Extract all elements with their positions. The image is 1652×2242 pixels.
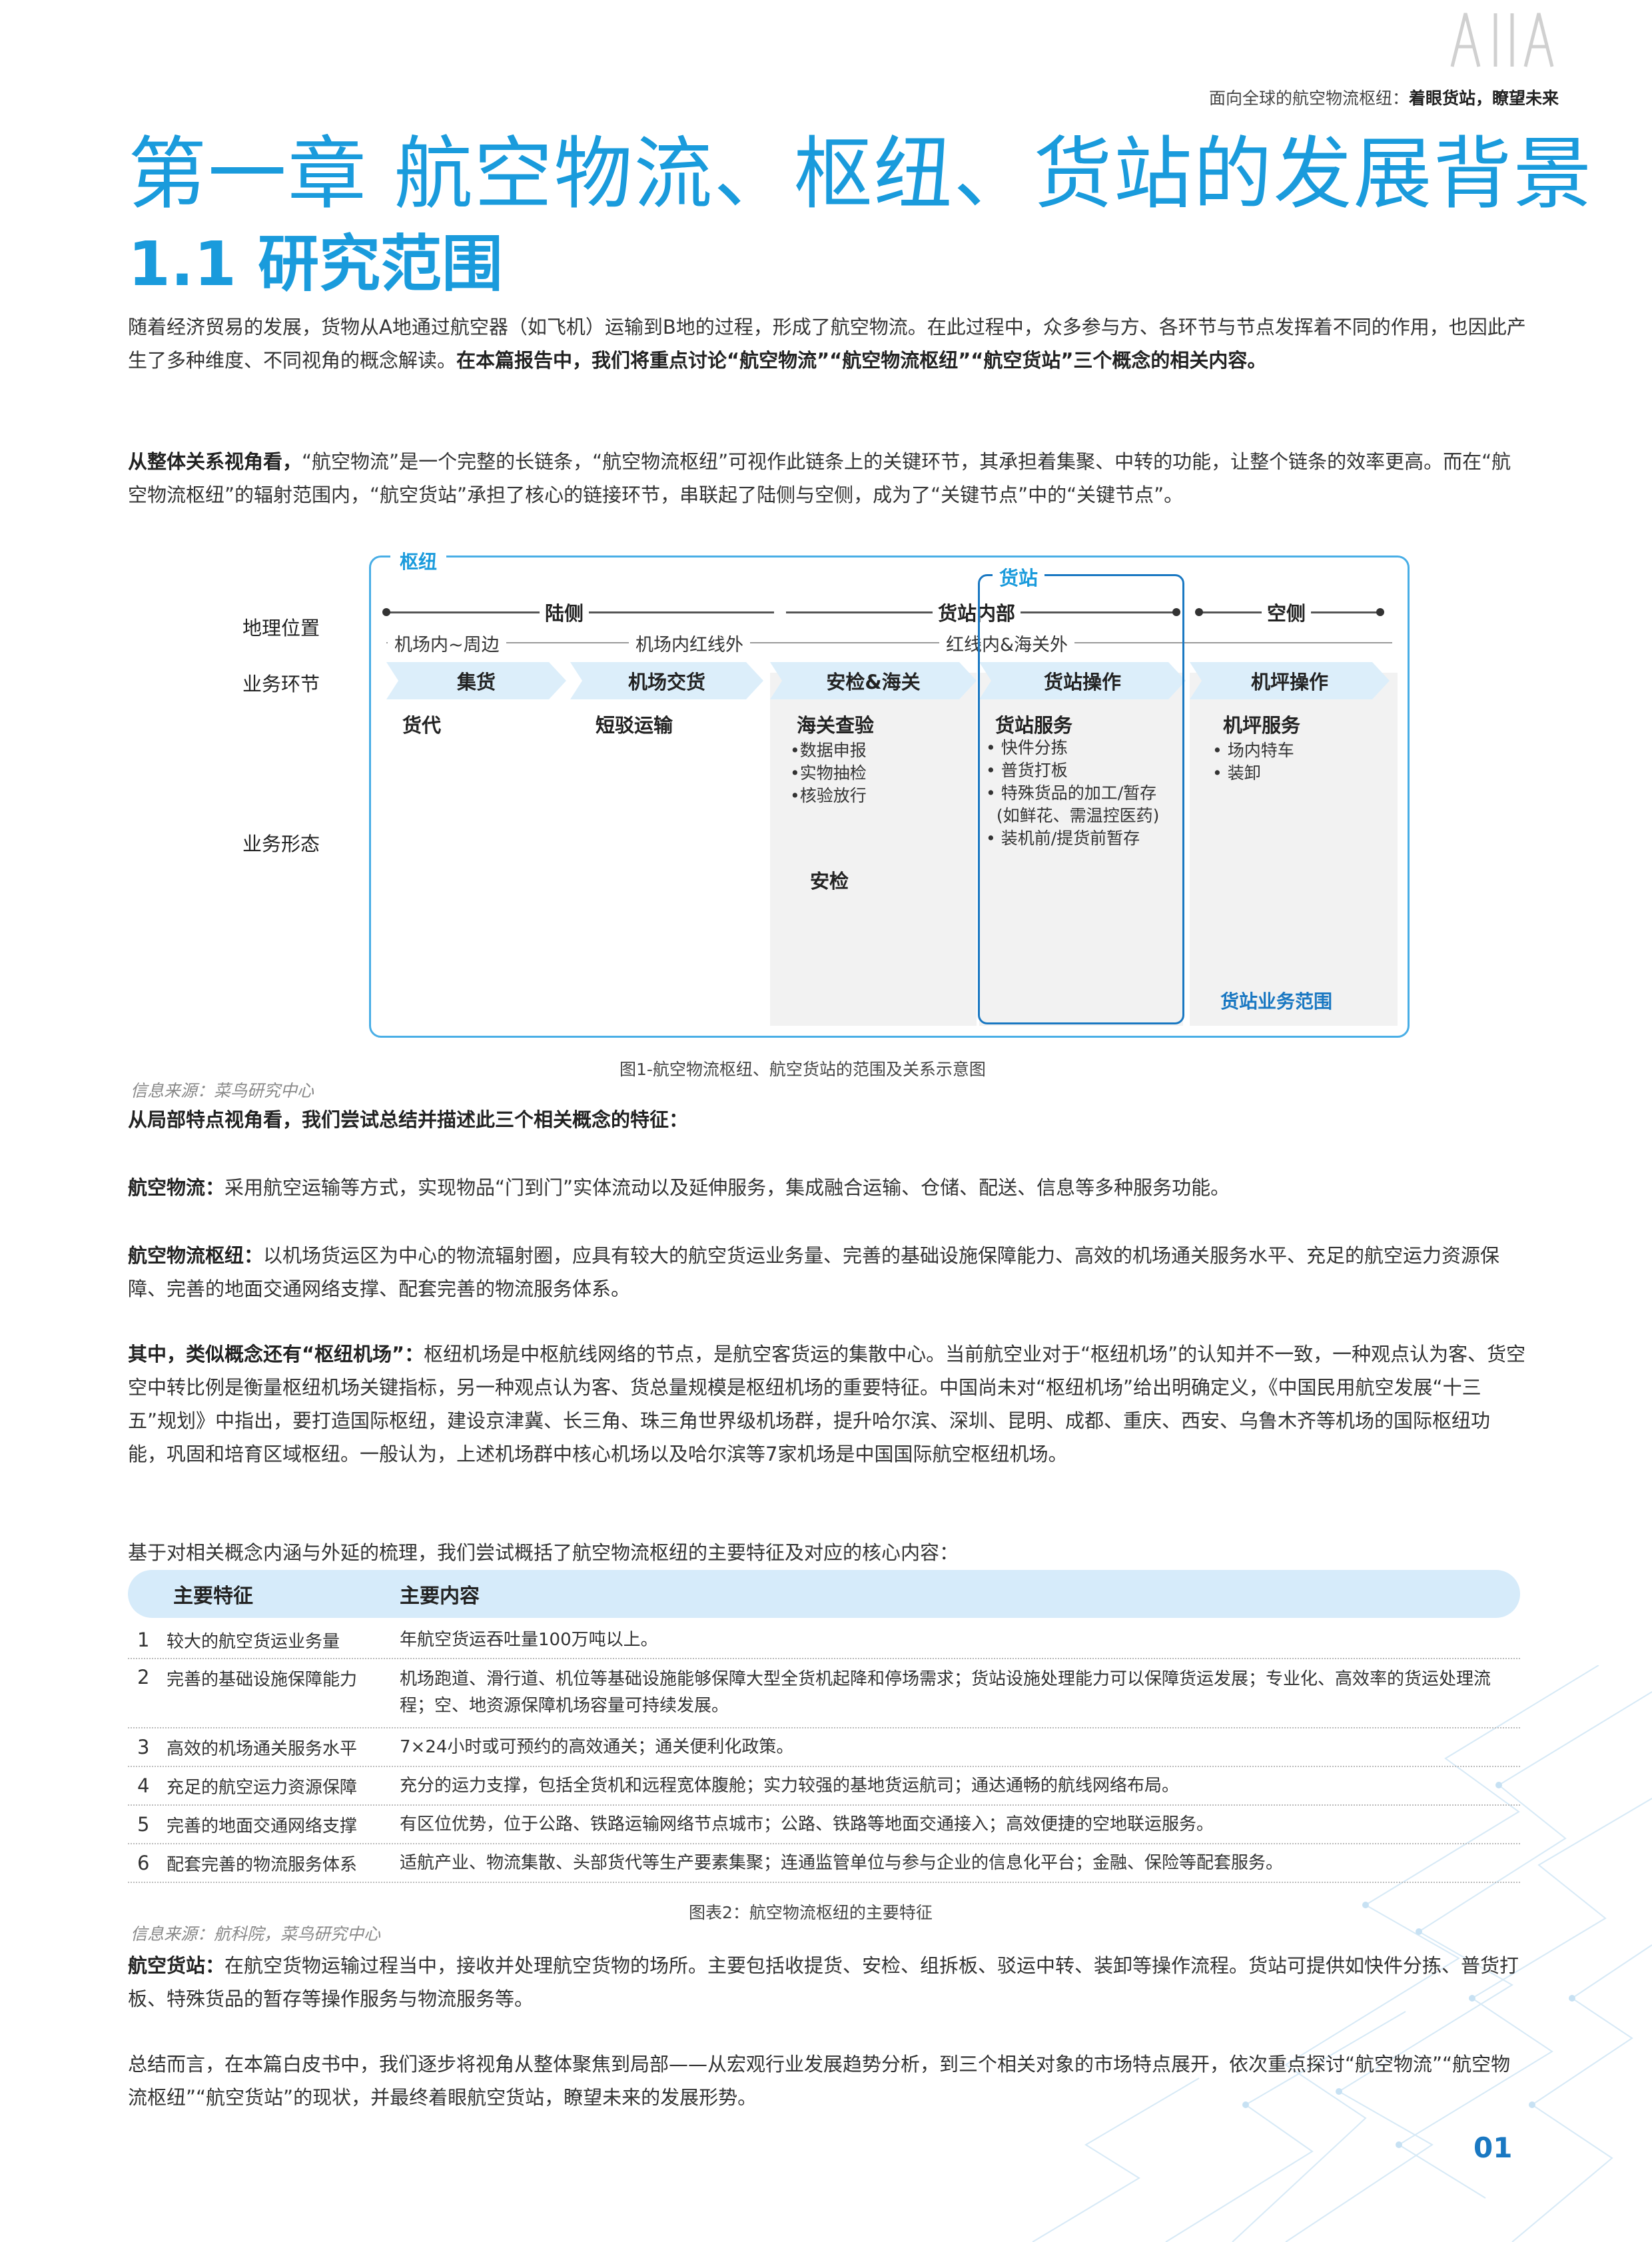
sub-location-2: 机场内红线外 xyxy=(629,630,750,656)
table-row: 1 较大的航空货运业务量 年航空货运吞吐量100万吨以上。 xyxy=(128,1622,1520,1659)
cargo-scope-label: 货站业务范围 xyxy=(1220,990,1333,1012)
row-number: 6 xyxy=(137,1852,150,1874)
station-item: • 普货打板 xyxy=(986,761,1068,780)
air-side-start-dot xyxy=(1195,608,1203,616)
cargo-station-box xyxy=(978,574,1184,1024)
row-feature: 高效的机场通关服务水平 xyxy=(167,1738,358,1759)
station-item: • 快件分拣 xyxy=(986,738,1068,757)
row-feature: 完善的地面交通网络支撑 xyxy=(167,1816,358,1836)
customs-item: •核验放行 xyxy=(790,786,867,805)
customs-item: •数据申报 xyxy=(790,741,867,760)
station-items: • 快件分拣 • 普货打板 • 特殊货品的加工/暂存 (如鲜花、需温控医药) •… xyxy=(986,737,1159,850)
table-caption: 图表2：航空物流枢纽的主要特征 xyxy=(689,1903,933,1922)
land-side-start-dot xyxy=(382,608,390,616)
hub-diagram-frame xyxy=(369,556,1410,1038)
customs-column-bg xyxy=(770,673,977,1026)
row-label-form: 业务形态 xyxy=(242,833,320,855)
chapter-title: 第一章 航空物流、枢纽、货站的发展背景 xyxy=(128,128,1593,220)
row-number: 5 xyxy=(137,1813,150,1836)
table-row: 6 配套完善的物流服务体系 适航产业、物流集散、头部货代等生产要素集聚；连通监管… xyxy=(128,1844,1520,1883)
features-table: 主要特征 主要内容 1 较大的航空货运业务量 年航空货运吞吐量100万吨以上。 … xyxy=(128,1570,1520,1883)
def-similar: 其中，类似概念还有“枢纽机场”：枢纽机场是中枢航线网络的节点，是航空客货运的集散… xyxy=(128,1343,1526,1465)
service-short-haul: 短驳运输 xyxy=(596,714,673,737)
running-header: 面向全球的航空物流枢纽：着眼货站，瞭望未来 xyxy=(1208,89,1559,108)
table-row: 4 充足的航空运力资源保障 充分的运力支撑，包括全货机和远程宽体腹舱；实力较强的… xyxy=(128,1767,1520,1806)
aiia-logo xyxy=(1450,13,1554,67)
apron-item: • 装卸 xyxy=(1212,763,1261,783)
service-station-title: 货站服务 xyxy=(995,714,1073,737)
sub-location-3: 红线内&海关外 xyxy=(939,630,1075,656)
row-content: 适航产业、物流集散、头部货代等生产要素集聚；连通监管单位与参与企业的信息化平台；… xyxy=(400,1853,1284,1873)
customs-item: •实物抽检 xyxy=(790,763,867,783)
apron-column-bg xyxy=(1190,673,1398,1026)
sub-location-line xyxy=(386,642,1392,643)
network-decoration xyxy=(1032,1665,1652,2242)
service-forwarder: 货代 xyxy=(402,714,442,737)
station-column-bg xyxy=(979,673,1183,1026)
section-title: 1.1 研究范围 xyxy=(128,228,504,300)
figure-caption: 图1-航空物流枢纽、航空货站的范围及关系示意图 xyxy=(620,1060,986,1079)
land-side-label: 陆侧 xyxy=(540,598,590,626)
def-station: 航空货站：在航空货物运输过程当中，接收并处理航空货物的场所。主要包括收提货、安检… xyxy=(128,1954,1519,2010)
station-item: (如鲜花、需温控医药) xyxy=(986,806,1160,825)
row-content: 年航空货运吞吐量100万吨以上。 xyxy=(400,1630,658,1650)
service-customs-title: 海关查验 xyxy=(797,714,875,737)
apron-items: • 场内特车 • 装卸 xyxy=(1212,739,1294,785)
service-apron-title: 机坪服务 xyxy=(1223,714,1301,737)
air-side-label: 空侧 xyxy=(1262,598,1312,626)
row-feature: 完善的基础设施保障能力 xyxy=(167,1670,358,1690)
row-number: 4 xyxy=(137,1774,150,1797)
table-row: 2 完善的基础设施保障能力 机场跑道、滑行道、机位等基础设施能够保障大型全货机起… xyxy=(128,1659,1520,1728)
row-number: 2 xyxy=(137,1666,150,1688)
def-logistics: 航空物流：采用航空运输等方式，实现物品“门到门”实体流动以及延伸服务，集成融合运… xyxy=(128,1176,1230,1199)
intro-paragraph: 随着经济贸易的发展，货物从A地通过航空器（如飞机）运输到B地的过程，形成了航空物… xyxy=(128,316,1526,372)
stage-collect: 集货 xyxy=(386,662,566,699)
header-feature: 主要特征 xyxy=(173,1585,253,1608)
inner-label: 货站内部 xyxy=(933,598,1021,626)
sub-location-1: 机场内~周边 xyxy=(388,630,506,656)
customs-items: •数据申报 •实物抽检 •核验放行 xyxy=(790,739,867,807)
row-feature: 充足的航空运力资源保障 xyxy=(167,1777,358,1798)
page-number: 01 xyxy=(1473,2131,1513,2164)
overall-paragraph: 从整体关系视角看，“航空物流”是一个完整的长链条，“航空物流枢纽”可视作此链条上… xyxy=(128,450,1511,506)
table-source: 信息来源：航科院，菜鸟研究中心 xyxy=(131,1924,381,1944)
station-item: • 装机前/提货前暂存 xyxy=(986,829,1140,848)
def-hub: 航空物流枢纽：以机场货运区为中心的物流辐射圈，应具有较大的航空货运业务量、完善的… xyxy=(128,1244,1500,1300)
row-content: 机场跑道、滑行道、机位等基础设施能够保障大型全货机起降和停场需求；货站设施处理能… xyxy=(400,1669,1491,1716)
row-content: 有区位优势，位于公路、铁路运输网络节点城市；公路、铁路等地面交通接入；高效便捷的… xyxy=(400,1814,1214,1834)
row-number: 3 xyxy=(137,1736,150,1758)
row-content: 充分的运力支撑，包括全货机和远程宽体腹舱；实力较强的基地货运航司；通达通畅的航线… xyxy=(400,1776,1180,1796)
station-item: • 特殊货品的加工/暂存 xyxy=(986,783,1157,803)
cargo-station-label: 货站 xyxy=(993,563,1045,591)
inner-end-dot xyxy=(1172,608,1180,616)
row-content: 7×24小时或可预约的高效通关；通关便利化政策。 xyxy=(400,1737,794,1757)
air-side-end-dot xyxy=(1376,608,1384,616)
row-feature: 配套完善的物流服务体系 xyxy=(167,1854,358,1875)
apron-item: • 场内特车 xyxy=(1212,741,1294,760)
table-row: 3 高效的机场通关服务水平 7×24小时或可预约的高效通关；通关便利化政策。 xyxy=(128,1728,1520,1767)
row-feature: 较大的航空货运业务量 xyxy=(167,1631,340,1652)
summary-paragraph: 总结而言，在本篇白皮书中，我们逐步将视角从整体聚焦到局部——从宏观行业发展趋势分… xyxy=(128,2053,1511,2109)
row-number: 1 xyxy=(137,1629,150,1651)
local-intro: 从局部特点视角看，我们尝试总结并描述此三个相关概念的特征： xyxy=(128,1108,689,1131)
stage-security-customs: 安检&海关 xyxy=(770,662,977,699)
stage-station-ops: 货站操作 xyxy=(979,662,1186,699)
figure-source: 信息来源：菜鸟研究中心 xyxy=(131,1081,314,1100)
row-label-stage: 业务环节 xyxy=(242,673,320,695)
hub-frame-label: 枢纽 xyxy=(390,548,447,574)
table-intro: 基于对相关概念内涵与外延的梳理，我们尝试概括了航空物流枢纽的主要特征及对应的核心… xyxy=(128,1541,959,1564)
table-header: 主要特征 主要内容 xyxy=(128,1570,1520,1618)
header-content: 主要内容 xyxy=(400,1585,480,1608)
stage-apron-ops: 机坪操作 xyxy=(1190,662,1390,699)
stage-handover: 机场交货 xyxy=(570,662,763,699)
service-security: 安检 xyxy=(810,870,849,893)
table-row: 5 完善的地面交通网络支撑 有区位优势，位于公路、铁路运输网络节点城市；公路、铁… xyxy=(128,1806,1520,1844)
row-label-location: 地理位置 xyxy=(242,617,320,639)
